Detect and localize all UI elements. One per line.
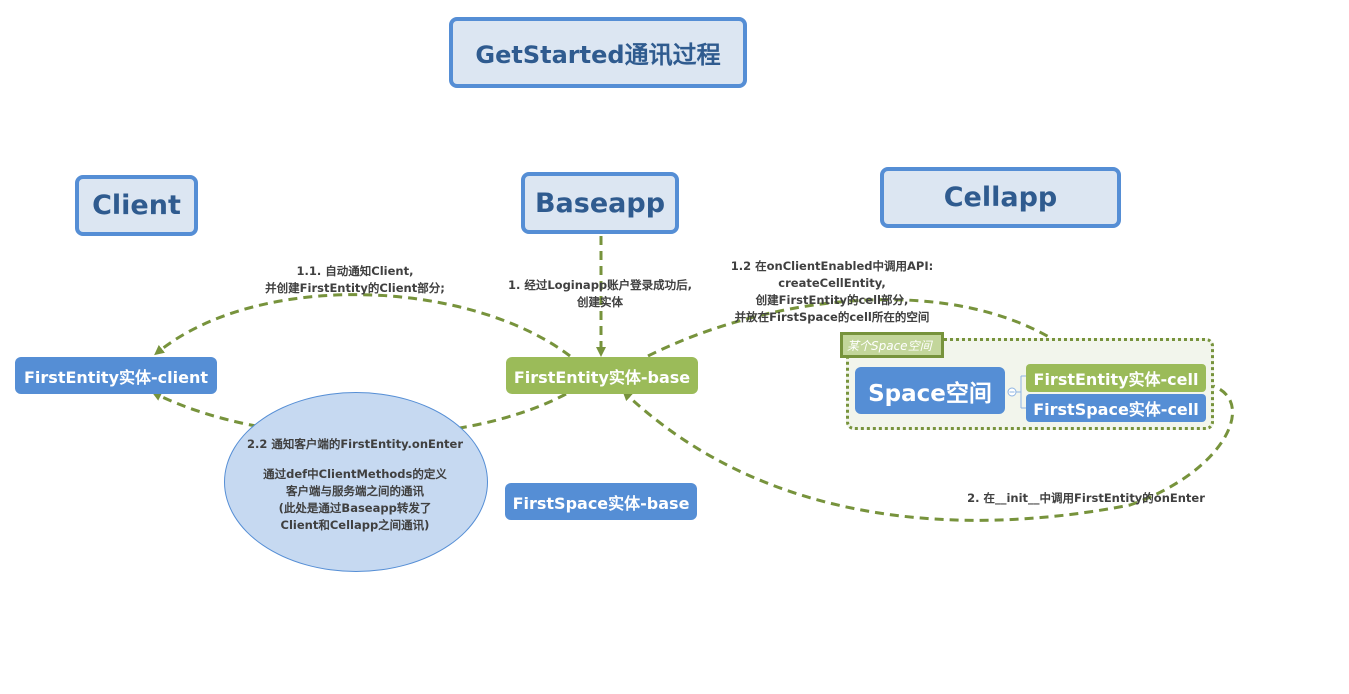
space-boundary-label: 某个Space空间 — [840, 332, 944, 358]
node-entity-client[interactable]: FirstEntity实体-client — [15, 357, 217, 394]
node-space-base-label: FirstSpace实体-base — [512, 493, 690, 513]
annotation-step-1-2-line-4: 并放在FirstSpace的cell所在的空间 — [734, 310, 930, 324]
annotation-step-1-1-line-2: 并创建FirstEntity的Client部分; — [265, 281, 445, 295]
node-entity-base-label: FirstEntity实体-base — [513, 367, 691, 387]
node-entity-base[interactable]: FirstEntity实体-base — [506, 357, 698, 394]
annotation-step-1-2-line-3: 创建FirstEntity的cell部分, — [755, 293, 909, 307]
annotation-step-1-1: 1.1. 自动通知Client, 并创建FirstEntity的Client部分… — [240, 263, 470, 297]
annotation-step-1-2: 1.2 在onClientEnabled中调用API: createCellEn… — [712, 258, 952, 326]
annotation-step-1-line-2: 创建实体 — [577, 295, 623, 309]
annotation-step-2-2-line-3: (此处是通过Baseapp转发了 — [278, 501, 432, 515]
diagram-title: GetStarted通讯过程 — [449, 17, 747, 88]
annotation-step-1-1-line-1: 1.1. 自动通知Client, — [296, 264, 414, 278]
annotation-step-2-2-body: 通过def中ClientMethods的定义 客户端与服务端之间的通讯 (此处是… — [230, 466, 480, 534]
annotation-step-1-line-1: 1. 经过Loginapp账户登录成功后, — [507, 278, 693, 292]
edge-base-to-client-1-1 — [154, 293, 571, 358]
annotation-step-1-2-line-2: createCellEntity, — [778, 276, 886, 290]
node-entity-client-label: FirstEntity实体-client — [24, 367, 208, 387]
annotation-step-1: 1. 经过Loginapp账户登录成功后, 创建实体 — [486, 277, 714, 311]
node-space-base[interactable]: FirstSpace实体-base — [505, 483, 697, 520]
column-cellapp-label: Cellapp — [943, 182, 1058, 213]
annotation-step-2-2-line-2: 客户端与服务端之间的通讯 — [286, 484, 424, 498]
edge-cell-to-base-2 — [622, 382, 1234, 522]
annotation-step-2-text: 2. 在__init__中调用FirstEntity的onEnter — [967, 491, 1205, 505]
column-client-label: Client — [92, 190, 181, 221]
column-client: Client — [75, 175, 198, 236]
diagram-title-text: GetStarted通讯过程 — [475, 41, 721, 69]
note-ellipse — [224, 392, 488, 572]
branch-connector — [1007, 375, 1029, 409]
column-cellapp: Cellapp — [880, 167, 1121, 228]
node-space[interactable]: Space空间 — [855, 367, 1005, 414]
column-baseapp: Baseapp — [521, 172, 679, 234]
node-entity-cell-label: FirstEntity实体-cell — [1033, 370, 1199, 389]
edge-base-to-cell-1-2 — [647, 298, 1088, 366]
annotation-step-2-2-line-1: 通过def中ClientMethods的定义 — [263, 467, 447, 481]
annotation-step-1-2-line-1: 1.2 在onClientEnabled中调用API: — [730, 259, 934, 273]
node-space-cell[interactable]: FirstSpace实体-cell — [1026, 394, 1206, 422]
annotation-step-2: 2. 在__init__中调用FirstEntity的onEnter — [955, 490, 1217, 507]
node-space-cell-label: FirstSpace实体-cell — [1033, 400, 1199, 419]
node-entity-cell[interactable]: FirstEntity实体-cell — [1026, 364, 1206, 392]
column-baseapp-label: Baseapp — [534, 187, 666, 219]
edge-base-to-client-2-2 — [151, 391, 567, 438]
annotation-step-2-2-title-text: 2.2 通知客户端的FirstEntity.onEnter — [246, 437, 464, 451]
node-space-label: Space空间 — [868, 380, 992, 407]
annotation-step-2-2-line-4: Client和Cellapp之间通讯) — [280, 518, 430, 532]
space-boundary-label-text: 某个Space空间 — [847, 338, 932, 353]
annotation-step-2-2-title: 2.2 通知客户端的FirstEntity.onEnter — [230, 436, 480, 453]
